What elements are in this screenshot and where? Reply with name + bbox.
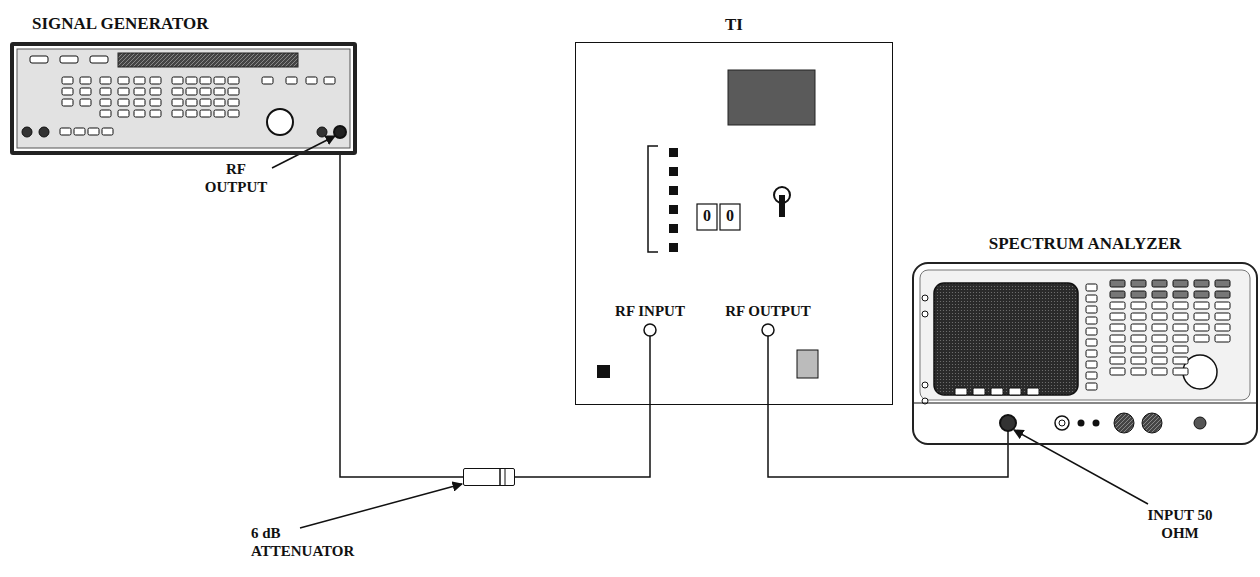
signal-generator-panel [17, 49, 350, 148]
equipment-title: SPECTRUM ANALYZER [989, 234, 1182, 254]
equipment-title: SIGNAL GENERATOR [32, 14, 209, 34]
spectrum-analyzer-panel [914, 270, 1256, 445]
port-label: RF OUTPUT [195, 160, 277, 196]
ti-panel [597, 70, 818, 405]
signal-generator: SIGNAL GENERATOR [10, 42, 357, 155]
spectrum-analyzer-keys [955, 280, 1230, 395]
port-label: RF OUTPUT [718, 302, 818, 320]
rf-cable [768, 405, 1008, 477]
attenuator-body [465, 468, 505, 486]
equipment-title: 6 dB ATTENUATOR [251, 524, 376, 560]
rf-cable [515, 405, 650, 477]
ti-indicator-row [669, 148, 678, 252]
leader-line [300, 484, 462, 528]
equipment-title: TI [725, 15, 743, 35]
port-label: INPUT 50 OHM [1146, 506, 1214, 542]
counter-digit: 0 [697, 207, 717, 225]
rf-cable [340, 155, 463, 477]
attenuator: 6 dB ATTENUATOR [463, 468, 515, 486]
port-label: RF INPUT [600, 302, 700, 320]
leader-line [1014, 430, 1148, 504]
counter-digit: 0 [720, 207, 740, 225]
signal-generator-keys [30, 56, 335, 135]
spectrum-analyzer: SPECTRUM ANALYZER [912, 262, 1258, 445]
